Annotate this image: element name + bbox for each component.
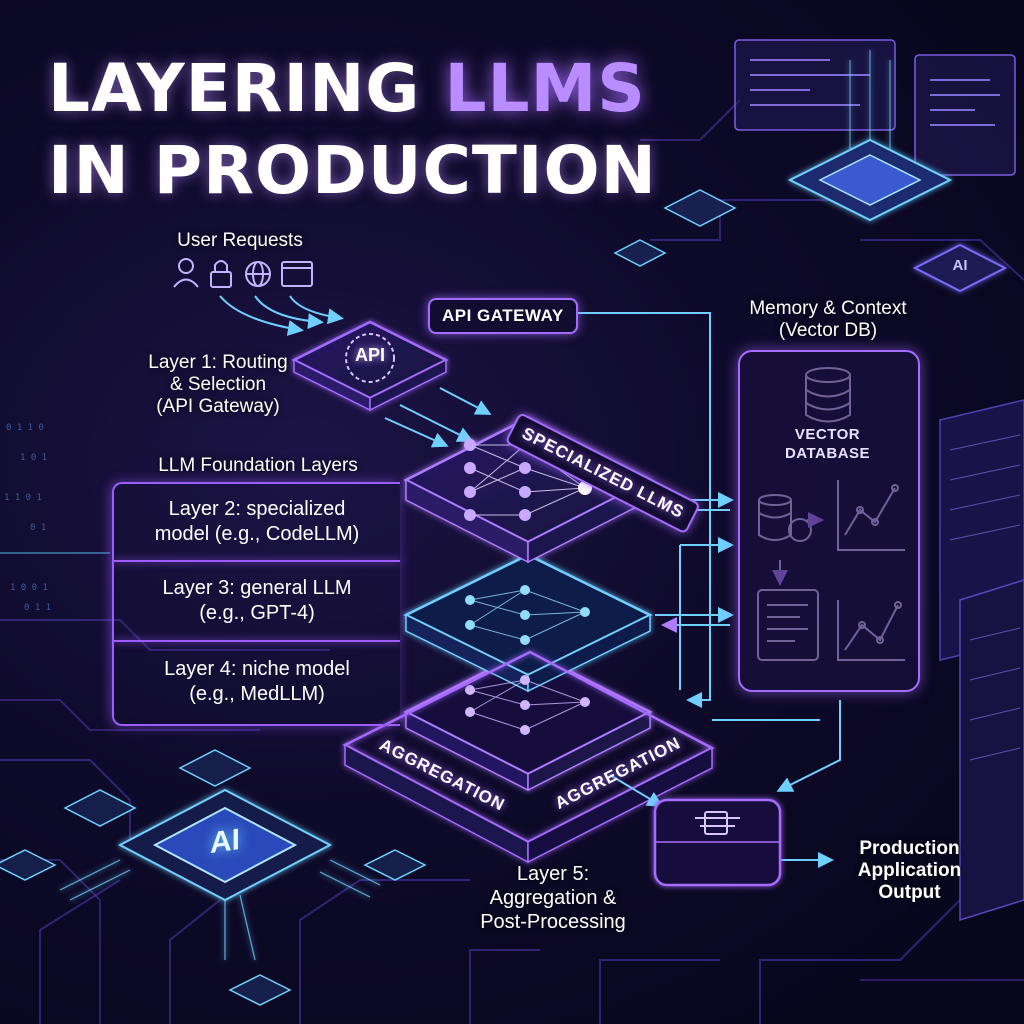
output-line1: Production: [859, 838, 960, 859]
layer1-line2: & Selection: [169, 374, 267, 395]
svg-text:1 1 0 1: 1 1 0 1: [4, 493, 42, 503]
small-chip-top: [613, 189, 737, 267]
layer-divider: [114, 560, 400, 562]
user-requests-label: User Requests: [177, 230, 303, 251]
post-processing-box: [653, 798, 782, 887]
layer5-line3: Post-Processing: [480, 911, 626, 933]
ai-small-chip-label: AI: [952, 257, 968, 274]
layer-2-line2: model (e.g., CodeLLM): [154, 523, 360, 545]
memory-heading-line1: Memory & Context: [749, 298, 907, 319]
ai-chip-small: [912, 243, 1008, 293]
output-line3: Output: [878, 882, 941, 903]
request-arrows: [219, 295, 344, 336]
layer1-line1: Layer 1: Routing: [148, 352, 288, 373]
memory-heading: Memory & Context (Vector DB): [722, 298, 934, 342]
layer5-label: Layer 5: Aggregation & Post-Processing: [458, 862, 648, 934]
layer1-label: Layer 1: Routing & Selection (API Gatewa…: [118, 352, 318, 418]
svg-text:1 0 0 1: 1 0 0 1: [10, 583, 48, 593]
globe-icon: [245, 261, 271, 287]
memory-context-panel: [738, 350, 920, 692]
ai-chip-label: AI: [210, 822, 240, 861]
processor-top-right: [787, 50, 953, 222]
layer-3-line2: (e.g., GPT-4): [199, 602, 315, 624]
layer-2-line1: Layer 2: specialized: [168, 498, 346, 520]
production-output-label: Production Application Output: [832, 838, 987, 904]
vector-database-line2: DATABASE: [784, 445, 871, 462]
floating-screens: [734, 39, 1016, 176]
circuit-traces: [0, 99, 1024, 1024]
user-icon: [173, 258, 199, 288]
layer5-line1: Layer 5:: [516, 863, 590, 885]
api-gateway-chip: [291, 320, 449, 412]
foundation-layers-box: Layer 2: specialized model (e.g., CodeLL…: [112, 482, 400, 726]
translate-window-icon: [281, 261, 313, 287]
api-chip-label: API: [354, 345, 385, 365]
gateway-to-memory-connector: [578, 312, 711, 708]
layer-4-line2: (e.g., MedLLM): [189, 683, 325, 705]
foundation-heading: LLM Foundation Layers: [158, 455, 358, 476]
layer-3-line1: Layer 3: general LLM: [162, 577, 352, 599]
layer-divider: [114, 640, 400, 642]
title-line2: IN PRODUCTION: [48, 132, 657, 209]
vector-database-label: VECTOR DATABASE: [760, 425, 895, 463]
svg-text:1 0 1: 1 0 1: [20, 453, 47, 463]
memory-heading-line2: (Vector DB): [778, 320, 878, 341]
svg-text:0 1: 0 1: [30, 523, 46, 533]
layer-4-line1: Layer 4: niche model: [164, 658, 350, 680]
page-title: LAYERING LLMS IN PRODUCTION: [48, 48, 657, 212]
svg-text:0 1 1: 0 1 1: [24, 603, 51, 613]
layer-4-row: Layer 4: niche model (e.g., MedLLM): [114, 642, 400, 722]
title-line1: LAYERING: [48, 50, 445, 127]
ai-chip: [59, 788, 381, 961]
layer5-line2: Aggregation &: [489, 887, 617, 909]
binary-streak: 0 1 1 0 1 0 1 1 1 0 1 0 1 1 0 0 1 0 1 1: [0, 423, 110, 613]
api-gateway-pill: API GATEWAY: [428, 298, 578, 334]
aggregation-platform: [342, 650, 715, 864]
layer1-line3: (API Gateway): [156, 396, 280, 417]
layer-2-row: Layer 2: specialized model (e.g., CodeLL…: [114, 484, 400, 560]
small-chips-bottom: [0, 749, 427, 1006]
output-line2: Application: [857, 860, 962, 881]
lock-icon: [210, 260, 232, 288]
title-accent: LLMS: [444, 50, 646, 127]
vector-database-line1: VECTOR: [794, 426, 861, 443]
stack-memory-arrows: [655, 492, 734, 690]
svg-text:0 1 1 0: 0 1 1 0: [6, 423, 44, 433]
server-towers: [939, 399, 1024, 922]
layer-3-row: Layer 3: general LLM (e.g., GPT-4): [114, 562, 400, 640]
